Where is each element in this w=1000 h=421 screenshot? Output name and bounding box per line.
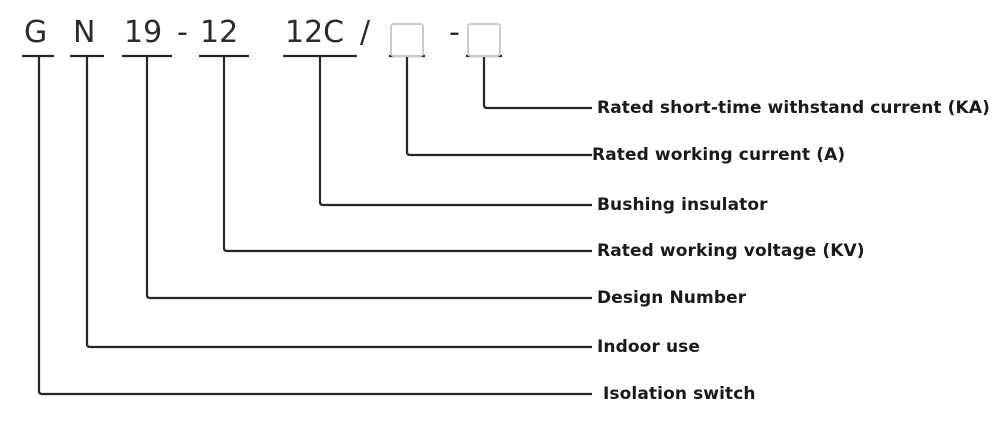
leader-label-4: Design Number (597, 288, 747, 308)
leader-line-0 (482, 56, 592, 110)
model-code-token-2: 19 (124, 15, 163, 50)
leader-label-0: Rated short-time withstand current (KA) (597, 98, 990, 118)
leader-label-5: Indoor use (597, 337, 701, 357)
leader-line-1 (405, 56, 592, 157)
model-code-token-7: - (449, 15, 460, 50)
model-code-token-0: G (24, 15, 48, 50)
model-code-placeholder-box-0 (390, 23, 424, 57)
model-code-token-3: - (177, 15, 188, 50)
model-code-placeholder-box-1 (467, 23, 501, 57)
leader-label-1: Rated working current (A) (592, 145, 846, 165)
leader-line-4 (145, 56, 592, 300)
leader-label-3: Rated working voltage (KV) (597, 241, 865, 261)
leader-line-3 (222, 56, 592, 253)
leader-label-2: Bushing insulator (597, 195, 768, 215)
leader-line-6 (37, 56, 592, 396)
leader-line-2 (318, 56, 592, 207)
model-code-token-1: N (73, 15, 96, 50)
leader-line-5 (85, 56, 592, 349)
leader-label-6: Isolation switch (603, 384, 756, 404)
model-code-token-5: 12C (285, 15, 345, 50)
model-code-token-6: / (360, 15, 371, 50)
model-code-token-4: 12 (200, 15, 239, 50)
